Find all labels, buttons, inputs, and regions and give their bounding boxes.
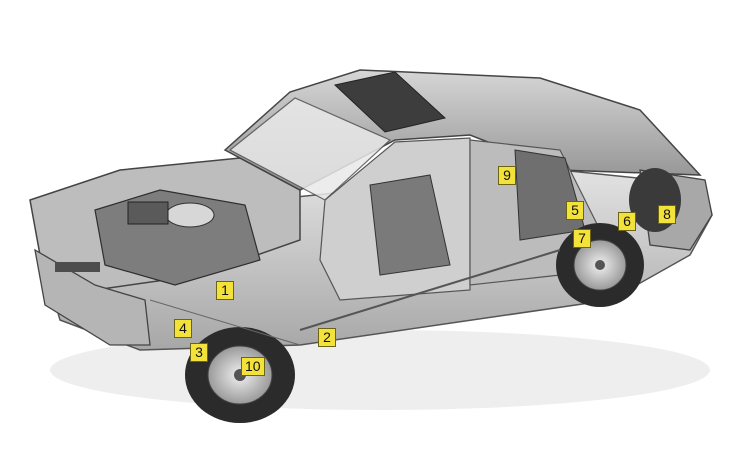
sunroof	[333, 71, 447, 133]
callout-8: 8	[658, 205, 676, 224]
front-bumper	[34, 248, 151, 346]
callout-2: 2	[318, 328, 336, 347]
callout-1: 1	[216, 281, 234, 300]
battery	[127, 201, 169, 225]
callout-3: 3	[190, 343, 208, 362]
front-seat	[369, 174, 451, 276]
callout-10: 10	[241, 357, 265, 376]
air-filter	[165, 202, 215, 228]
windscreen	[228, 97, 392, 201]
grille	[55, 262, 100, 272]
callout-7: 7	[573, 229, 591, 248]
callout-5: 5	[566, 201, 584, 220]
prop-shaft	[299, 249, 561, 331]
callout-4: 4	[174, 319, 192, 338]
callout-6: 6	[618, 212, 636, 231]
callout-9: 9	[498, 166, 516, 185]
